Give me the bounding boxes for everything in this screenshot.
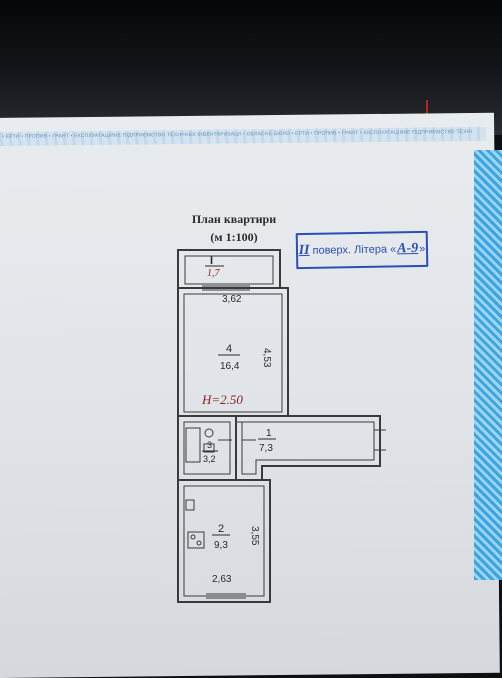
plan-title: План квартири (м 1:100) — [178, 210, 290, 246]
kitchen-sink-icon — [185, 499, 195, 511]
corridor-area: 7,3 — [259, 443, 273, 454]
balcony-area: 1,7 — [207, 268, 221, 279]
ceiling-height-note: H=2.50 — [201, 392, 243, 407]
kitchen-length: 3,55 — [249, 526, 260, 546]
corridor-number: 1 — [266, 428, 272, 439]
living-length: 4,53 — [261, 348, 272, 368]
kitchen-area: 9,3 — [214, 540, 228, 551]
living-number: 4 — [226, 343, 232, 355]
bathroom-area: 3,2 — [203, 454, 216, 464]
kitchen-width: 2,63 — [212, 574, 232, 585]
living-width: 3,62 — [222, 294, 242, 305]
bathroom-number: 3 — [207, 440, 212, 450]
stove-icon — [187, 531, 205, 549]
sink-icon — [204, 428, 214, 438]
kitchen-number: 2 — [218, 523, 224, 535]
blue-edge-strip — [474, 150, 502, 580]
balcony-number: I — [210, 255, 213, 267]
toilet-icon — [203, 443, 215, 453]
plan-title-line1: План квартири — [191, 212, 277, 226]
plan-scale: (м 1:100) — [210, 230, 258, 244]
photo-background — [0, 0, 502, 135]
bathtub-icon — [185, 427, 201, 463]
living-area: 16,4 — [220, 361, 240, 372]
